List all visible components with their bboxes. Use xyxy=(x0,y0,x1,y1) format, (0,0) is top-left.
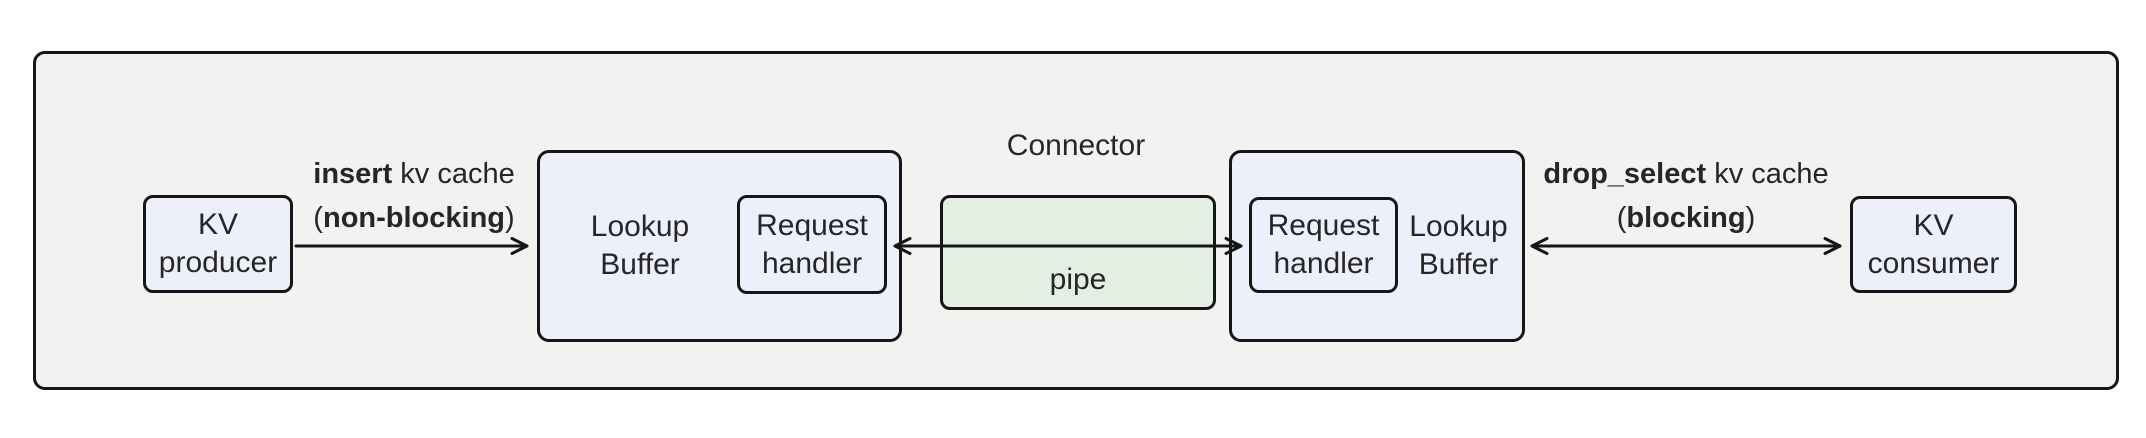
drop-select-arrow-label: drop_select kv cache (blocking) xyxy=(1543,158,1829,234)
kv-consumer-node: KV consumer xyxy=(1850,196,2017,293)
lookup-buffer-right-label: Lookup Buffer xyxy=(1409,210,1508,281)
connector-title: Connector xyxy=(1006,129,1146,162)
insert-arrow-label: insert kv cache (non-blocking) xyxy=(313,158,515,234)
kv-producer-node: KV producer xyxy=(143,195,293,293)
pipe-label: pipe xyxy=(1049,263,1107,296)
lookup-buffer-left-label: Lookup Buffer xyxy=(590,210,690,281)
request-handler-left-node: Request handler xyxy=(737,195,887,294)
request-handler-right-label: Request handler xyxy=(1267,209,1380,280)
kv-producer-label: KV producer xyxy=(158,208,278,279)
request-handler-right-node: Request handler xyxy=(1249,197,1398,293)
request-handler-left-label: Request handler xyxy=(756,208,868,280)
pipe-node: pipe xyxy=(940,195,1216,310)
kv-consumer-label: KV consumer xyxy=(1867,208,2000,280)
